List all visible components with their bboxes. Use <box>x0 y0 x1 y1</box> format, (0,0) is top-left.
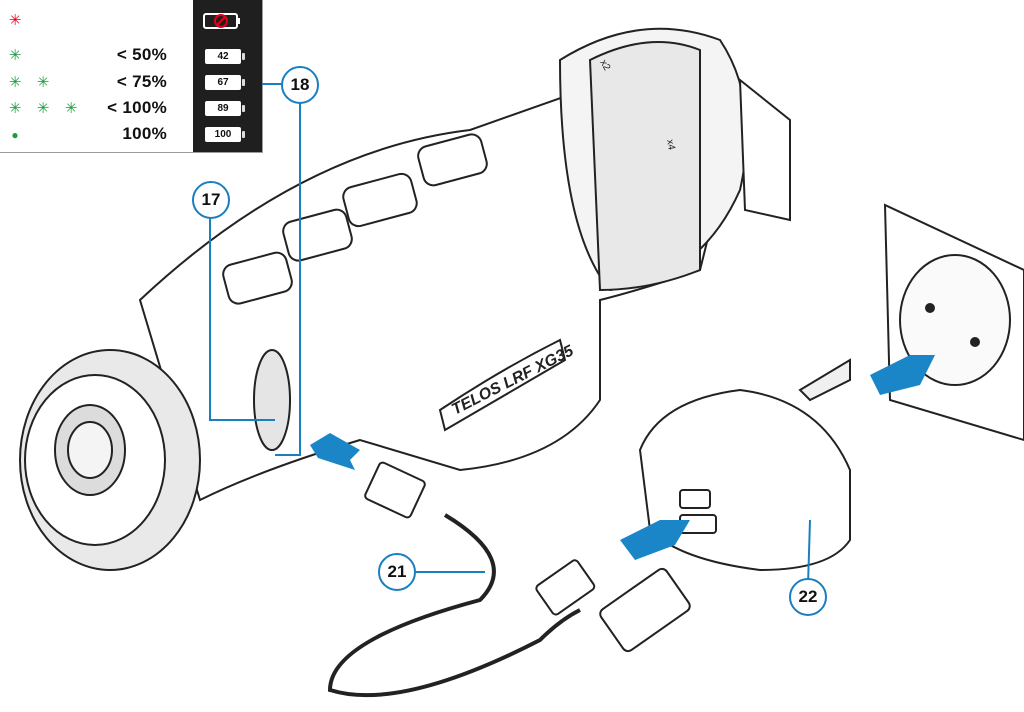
battery-level-100: 100 <box>205 127 245 142</box>
red-blink-led-icon: ✳ <box>8 12 22 29</box>
battery-level-89: 89 <box>205 101 245 116</box>
monocular-device <box>19 27 791 571</box>
callout-18: 18 <box>281 66 319 104</box>
legend-row-full: ● 100% <box>0 122 193 150</box>
percent-label: < 100% <box>107 98 167 117</box>
battery-level-67: 67 <box>205 75 245 90</box>
empty-battery-icon <box>203 13 240 29</box>
callout-17: 17 <box>192 181 230 219</box>
percent-label: 100% <box>122 124 167 143</box>
green-blink-led-icon: ✳ <box>8 74 22 91</box>
percent-label: < 75% <box>116 72 167 91</box>
legend-row-75: ✳ ✳ < 75% <box>0 70 193 98</box>
zoom-mark-x4: x4 <box>664 139 677 152</box>
green-blink-led-icon: ✳ <box>8 100 22 117</box>
callout-22: 22 <box>789 578 827 616</box>
battery-indicator-legend: ✳ ✳ < 50% 42 ✳ ✳ < 75% 67 ✳ ✳ ✳ < 100% 8… <box>0 0 263 153</box>
green-blink-led-icon: ✳ <box>64 100 78 117</box>
percent-label: < 50% <box>116 45 167 64</box>
usb-cable <box>327 461 691 698</box>
battery-level-42: 42 <box>205 49 245 64</box>
callout-21: 21 <box>378 553 416 591</box>
legend-row-100-charging: ✳ ✳ ✳ < 100% <box>0 96 193 124</box>
insertion-arrows <box>310 355 935 560</box>
charger-adapter <box>638 358 851 572</box>
green-blink-led-icon: ✳ <box>36 74 50 91</box>
wall-socket <box>883 203 1024 442</box>
green-blink-led-icon: ✳ <box>36 100 50 117</box>
green-blink-led-icon: ✳ <box>8 47 22 64</box>
legend-row-low: ✳ <box>0 8 240 36</box>
legend-row-50: ✳ < 50% <box>0 43 193 71</box>
leader-lines <box>209 83 811 586</box>
green-solid-led-icon: ● <box>11 128 19 142</box>
